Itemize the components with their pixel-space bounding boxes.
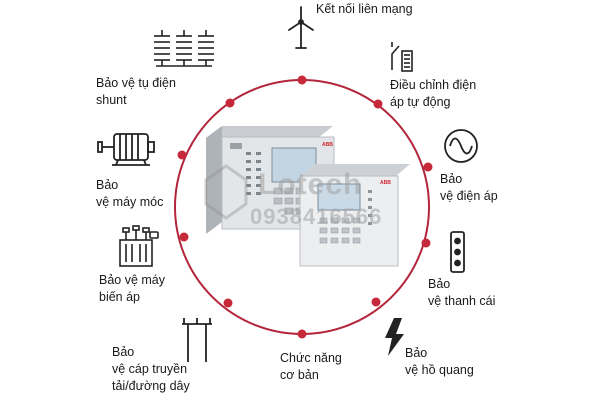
ring-dot-capacitor-protection bbox=[225, 98, 235, 108]
sine-wave-icon bbox=[444, 129, 478, 163]
ring-dot-arc-protection bbox=[371, 297, 381, 307]
ring-dot-machine-protection bbox=[177, 150, 187, 160]
label-busbar-protection: Bảo vệ thanh cái bbox=[428, 277, 496, 308]
label-voltage-protection: Bảo vệ điện áp bbox=[440, 172, 498, 203]
label-line-protection: Bảo vệ cáp truyền tải/đường dây bbox=[112, 345, 190, 393]
lightning-icon bbox=[385, 318, 404, 356]
ring-dot-line-protection bbox=[223, 298, 233, 308]
brand-text-small: ABB bbox=[380, 180, 391, 186]
brand-text-large: ABB bbox=[322, 142, 333, 148]
ring-dot-voltage-protection bbox=[423, 162, 433, 172]
label-transformer-protection: Bảo vệ máy biến áp bbox=[99, 273, 166, 304]
label-grid: Kết nối liên mạng bbox=[316, 2, 413, 16]
relay-device-small: ABB bbox=[299, 164, 410, 267]
tap-changer-icon bbox=[391, 42, 413, 72]
label-capacitor-protection: Bảo vệ tụ điện shunt bbox=[96, 76, 176, 107]
busbar-icon bbox=[450, 231, 465, 273]
watermark-phone: 0938416566 bbox=[250, 204, 383, 229]
ring-dot-busbar-protection bbox=[421, 238, 431, 248]
ring-dots bbox=[177, 75, 433, 339]
label-basic-functions: Chức năng cơ bản bbox=[280, 351, 342, 382]
watermark-logo-icon bbox=[204, 164, 248, 220]
wind-turbine-icon bbox=[288, 6, 314, 49]
watermark-brand: Lotech bbox=[258, 168, 363, 201]
ring-dot-basic-functions bbox=[297, 329, 307, 339]
ring-dot-grid bbox=[297, 75, 307, 85]
transmission-tower-icon bbox=[182, 318, 212, 362]
label-arc-protection: Bảo vệ hồ quang bbox=[405, 346, 474, 377]
ring-dot-voltage-regulation bbox=[373, 99, 383, 109]
ring-dot-transformer-protection bbox=[179, 232, 189, 242]
transformer-icon bbox=[119, 225, 159, 267]
label-machine-protection: Bảo vệ máy móc bbox=[96, 178, 164, 209]
label-voltage-regulation: Điều chỉnh điện áp tự động bbox=[390, 78, 477, 109]
capacitor-bank-icon bbox=[154, 30, 214, 67]
motor-icon bbox=[97, 133, 155, 166]
